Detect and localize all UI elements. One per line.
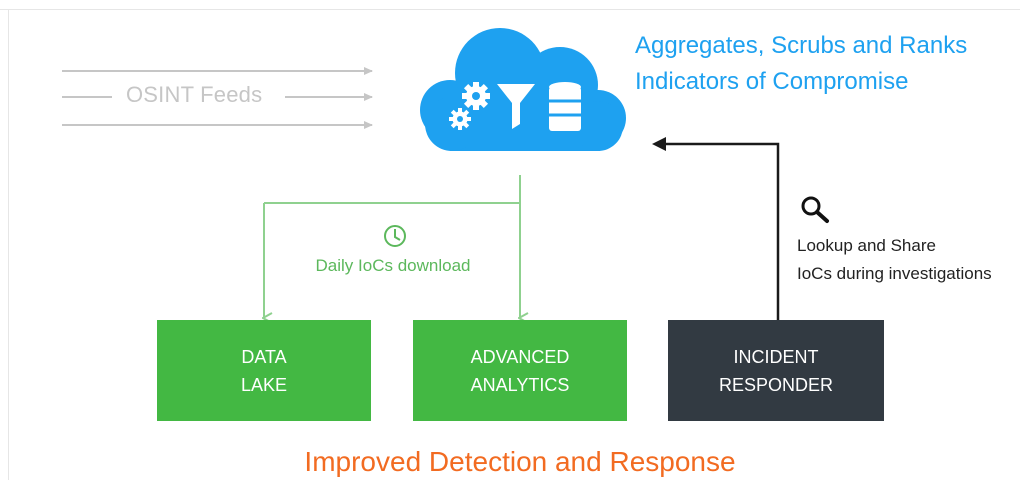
incident-responder-line1: INCIDENT	[733, 346, 819, 367]
lookup-label-line1: Lookup and Share	[797, 236, 936, 255]
frame-top-border	[0, 9, 1020, 10]
frame-left-border	[8, 10, 9, 480]
lookup-connector	[652, 137, 780, 320]
data-lake-line1: DATA	[241, 346, 287, 367]
incident-responder-line2: RESPONDER	[718, 374, 834, 395]
lookup-label: Lookup and Share IoCs during investigati…	[797, 232, 1019, 288]
daily-download-label: Daily IoCs download	[315, 256, 471, 275]
advanced-analytics-box: ADVANCED ANALYTICS	[413, 320, 627, 421]
magnifier-icon	[801, 196, 829, 223]
download-connector	[264, 175, 520, 318]
footer-caption: Improved Detection and Response	[304, 446, 736, 477]
database-icon	[549, 82, 581, 131]
osint-feeds-label: OSINT Feeds	[126, 82, 263, 107]
lookup-label-line2: IoCs during investigations	[797, 264, 992, 283]
gears-icon	[449, 82, 490, 130]
advanced-analytics-line1: ADVANCED	[470, 346, 570, 367]
cloud-title-line1: Aggregates, Scrubs and Ranks	[635, 32, 968, 59]
clock-icon	[384, 225, 406, 247]
data-lake-line2: LAKE	[240, 374, 288, 395]
filter-icon	[497, 84, 535, 129]
advanced-analytics-line2: ANALYTICS	[470, 374, 570, 395]
cloud-title-line2: Indicators of Compromise	[635, 68, 909, 95]
cloud-title: Aggregates, Scrubs and Ranks Indicators …	[635, 28, 1005, 100]
incident-responder-box: INCIDENT RESPONDER	[668, 320, 884, 421]
data-lake-box: DATA LAKE	[157, 320, 371, 421]
osint-feed-arrows	[62, 67, 373, 129]
